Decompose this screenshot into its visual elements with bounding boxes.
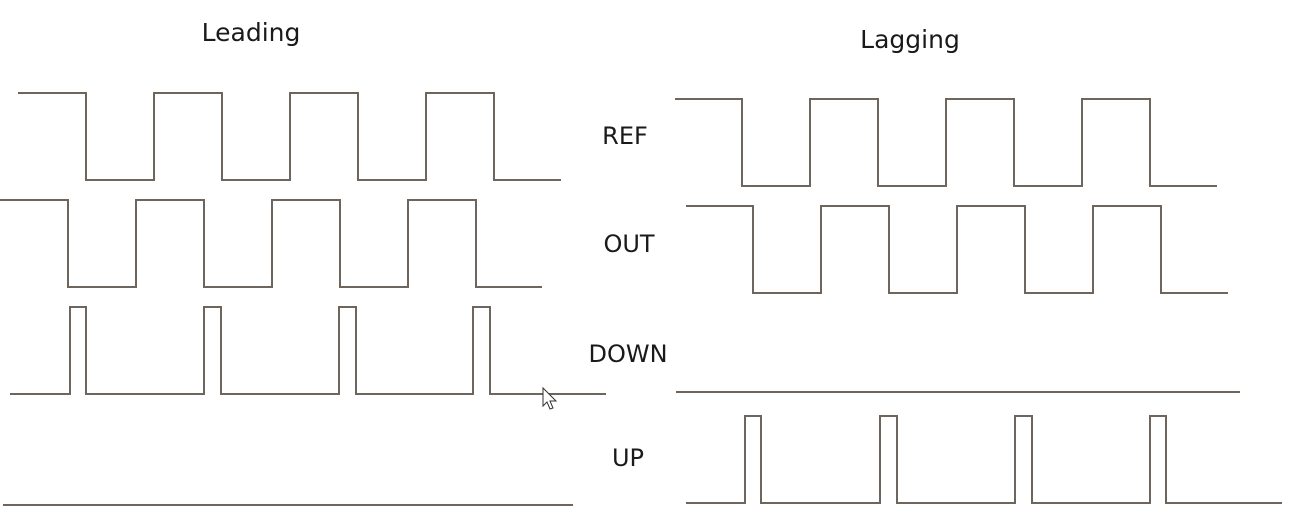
- lagging-title: Lagging: [860, 25, 960, 54]
- label-ref: REF: [602, 122, 648, 150]
- leading-out-waveform: [0, 199, 542, 288]
- label-up: UP: [611, 444, 645, 472]
- label-out: OUT: [603, 230, 655, 258]
- leading-ref-waveform: [18, 92, 561, 181]
- label-down: DOWN: [588, 340, 668, 368]
- mouse-cursor-icon: [542, 386, 558, 410]
- lagging-ref-waveform: [675, 98, 1217, 187]
- leading-down-waveform: [10, 306, 606, 395]
- lagging-up-waveform: [686, 415, 1282, 504]
- lagging-out-waveform: [686, 205, 1228, 294]
- leading-title: Leading: [201, 18, 301, 47]
